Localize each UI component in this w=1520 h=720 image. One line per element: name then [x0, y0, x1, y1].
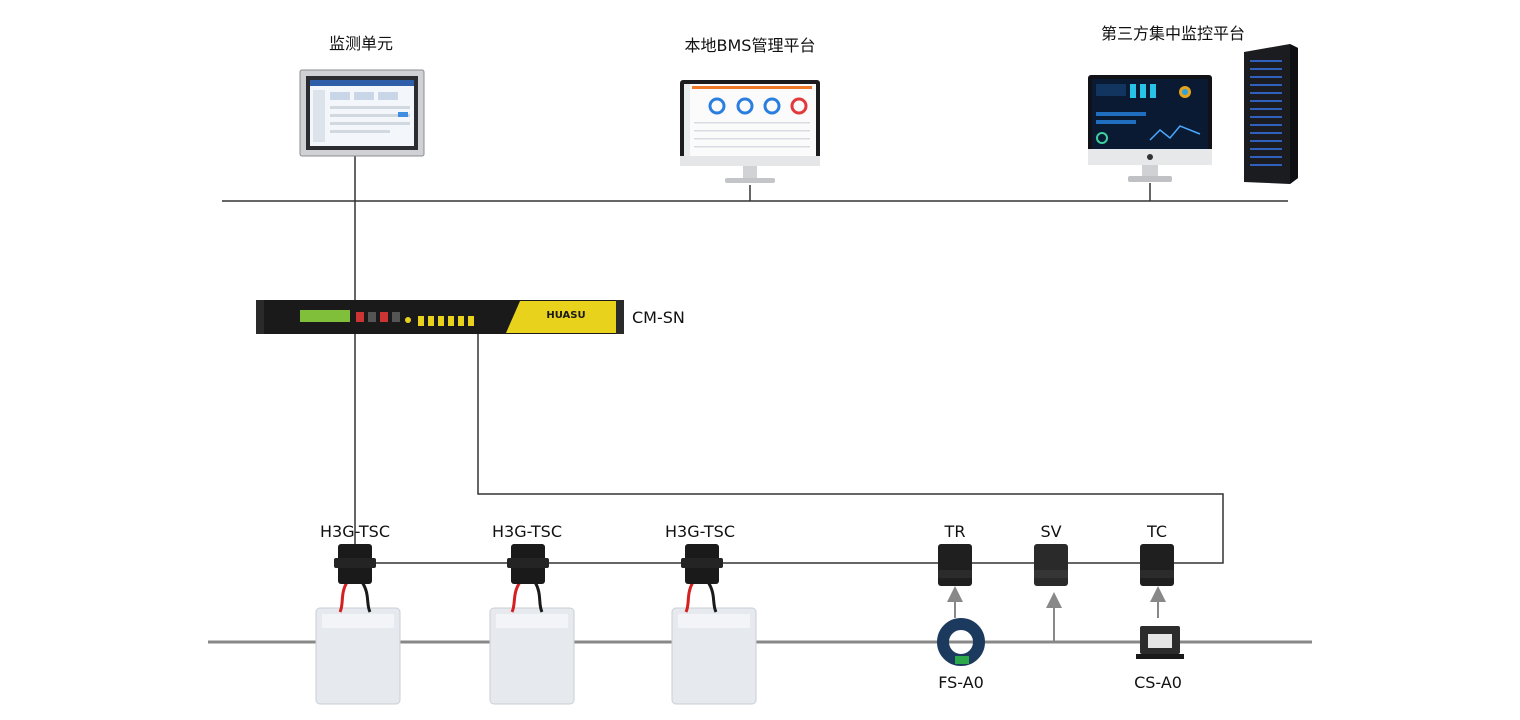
- cm-sn-to-tc-line: [477, 333, 1224, 564]
- third-party-imac-device: [1088, 75, 1212, 182]
- server-rack-device: [1244, 44, 1298, 184]
- sv-module: [1034, 544, 1068, 586]
- third-party-label: 第三方集中监控平台: [1100, 24, 1246, 43]
- fs-a0-sensor: [937, 618, 985, 666]
- sv-label: SV: [1040, 522, 1062, 541]
- tr-module: [938, 544, 972, 586]
- cm-sn-brand-text: HUASU: [546, 310, 585, 321]
- cs-a0-sensor: [1136, 626, 1184, 659]
- bms-monitor-device: [680, 80, 820, 183]
- monitor-unit-label: 监测单元: [328, 34, 394, 53]
- monitor-unit-device: [299, 69, 425, 157]
- battery-cell-2: [489, 607, 575, 705]
- sensor-label-3: H3G-TSC: [664, 522, 736, 541]
- tc-label: TC: [1146, 522, 1168, 541]
- sensor-module-2: [507, 544, 549, 584]
- battery-cell-1: [315, 607, 401, 705]
- sensor-module-1: [334, 544, 376, 584]
- cs-a0-label: CS-A0: [1134, 673, 1182, 692]
- sensor-leads-2: [510, 581, 544, 613]
- sensor-leads-3: [684, 581, 718, 613]
- cm-sn-label: CM-SN: [632, 308, 685, 327]
- tc-module: [1140, 544, 1174, 586]
- sensor-label-2: H3G-TSC: [491, 522, 563, 541]
- tr-label: TR: [944, 522, 966, 541]
- local-bms-label: 本地BMS管理平台: [684, 36, 816, 55]
- sensor-leads-1: [338, 581, 372, 613]
- battery-cell-3: [671, 607, 757, 705]
- fs-a0-label: FS-A0: [938, 673, 984, 692]
- sensor-module-3: [681, 544, 723, 584]
- cm-sn-device: HUASU: [256, 300, 624, 334]
